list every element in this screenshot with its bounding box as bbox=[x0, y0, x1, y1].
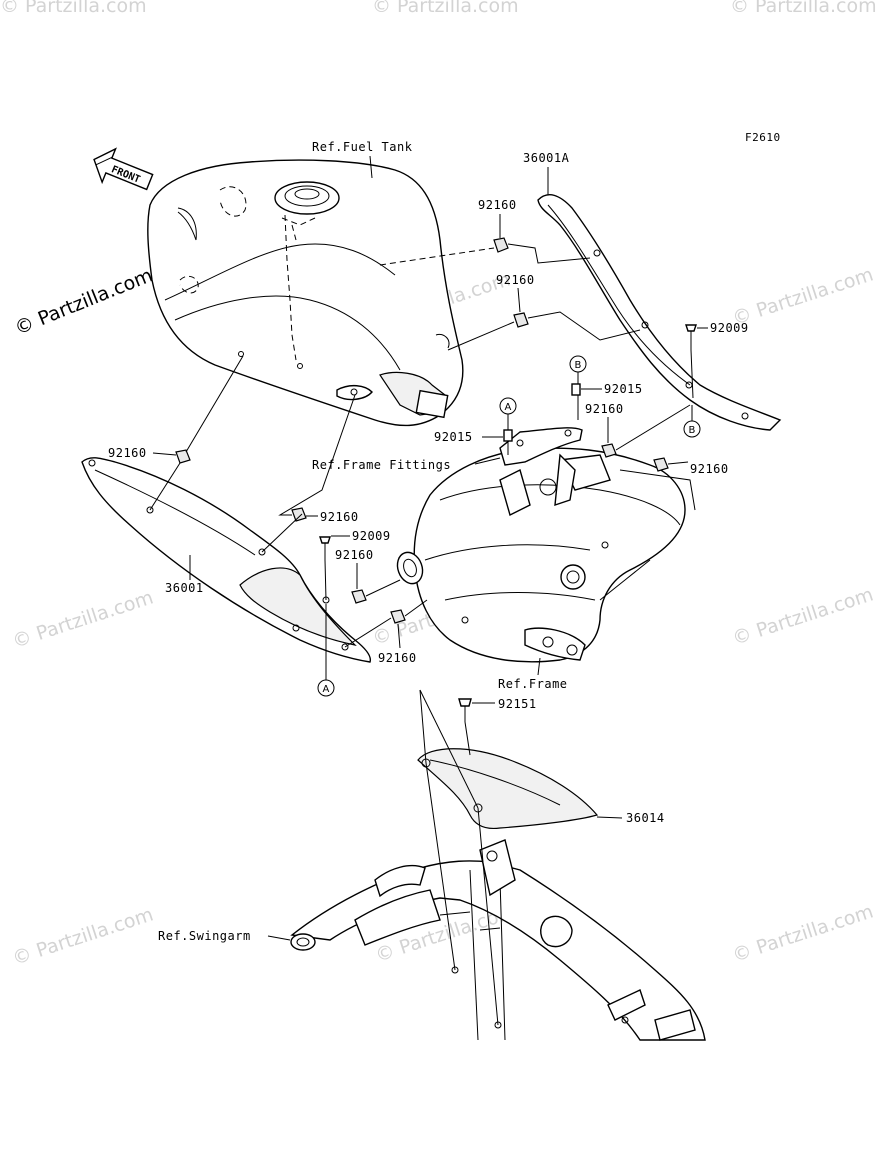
callout-a: A bbox=[317, 679, 335, 697]
part-92009-label: 92009 bbox=[352, 529, 391, 543]
part-92160-label: 92160 bbox=[585, 402, 624, 416]
side-cover-36001 bbox=[81, 457, 372, 663]
part-36001-label: 36001 bbox=[165, 581, 204, 595]
ref-frame-fittings-label: Ref.Frame Fittings bbox=[312, 458, 451, 472]
part-92160-label: 92160 bbox=[108, 446, 147, 460]
watermark-text: © Partzilla.com bbox=[730, 901, 876, 967]
frame-fittings-bracket bbox=[499, 427, 583, 466]
callout-a-label: A bbox=[505, 402, 512, 413]
watermark-text: © Partzilla.com bbox=[730, 264, 876, 330]
part-36014-label: 36014 bbox=[626, 811, 665, 825]
figure-code: F2610 bbox=[745, 131, 781, 144]
watermark-text: © Partzilla.com bbox=[730, 0, 877, 17]
part-92160-label: 92160 bbox=[478, 198, 517, 212]
callout-b-label: B bbox=[689, 425, 696, 436]
partzilla-watermark: © Partzilla.com bbox=[12, 264, 156, 339]
callout-b: B bbox=[683, 420, 701, 438]
fuel-tank bbox=[147, 159, 464, 427]
callout-a: A bbox=[499, 397, 517, 415]
part-92009-label: 92009 bbox=[710, 321, 749, 335]
callout-b: B bbox=[569, 355, 587, 373]
watermark-text: © Partzilla.com bbox=[730, 584, 876, 650]
part-92160-label: 92160 bbox=[690, 462, 729, 476]
part-92151-label: 92151 bbox=[498, 697, 537, 711]
watermark-text: © Partzilla.com bbox=[10, 587, 156, 653]
part-92160-label: 92160 bbox=[335, 548, 374, 562]
part-92015-label: 92015 bbox=[434, 430, 473, 444]
watermark-text: © Partzilla.com bbox=[372, 0, 519, 17]
callout-b-label: B bbox=[575, 360, 582, 371]
ref-swingarm-label: Ref.Swingarm bbox=[158, 929, 251, 943]
part-92160-label: 92160 bbox=[320, 510, 359, 524]
frame bbox=[396, 447, 696, 663]
grommets bbox=[175, 237, 669, 624]
swingarm bbox=[290, 839, 706, 1041]
part-36001A-label: 36001A bbox=[523, 151, 570, 165]
chain-cover-36014 bbox=[417, 748, 599, 830]
ref-frame-label: Ref.Frame bbox=[498, 677, 568, 691]
part-92015-label: 92015 bbox=[604, 382, 643, 396]
ref-fuel-tank-label: Ref.Fuel Tank bbox=[312, 140, 413, 154]
front-arrow-icon: FRONT bbox=[93, 147, 154, 191]
part-92160-label: 92160 bbox=[496, 273, 535, 287]
side-cover-36001A bbox=[537, 194, 782, 431]
callout-a-label: A bbox=[323, 684, 330, 695]
watermark-text: © Partzilla.com bbox=[0, 0, 147, 17]
watermark-text: © Partzilla.com bbox=[10, 904, 156, 970]
part-92160-label: 92160 bbox=[378, 651, 417, 665]
screws bbox=[319, 324, 697, 722]
